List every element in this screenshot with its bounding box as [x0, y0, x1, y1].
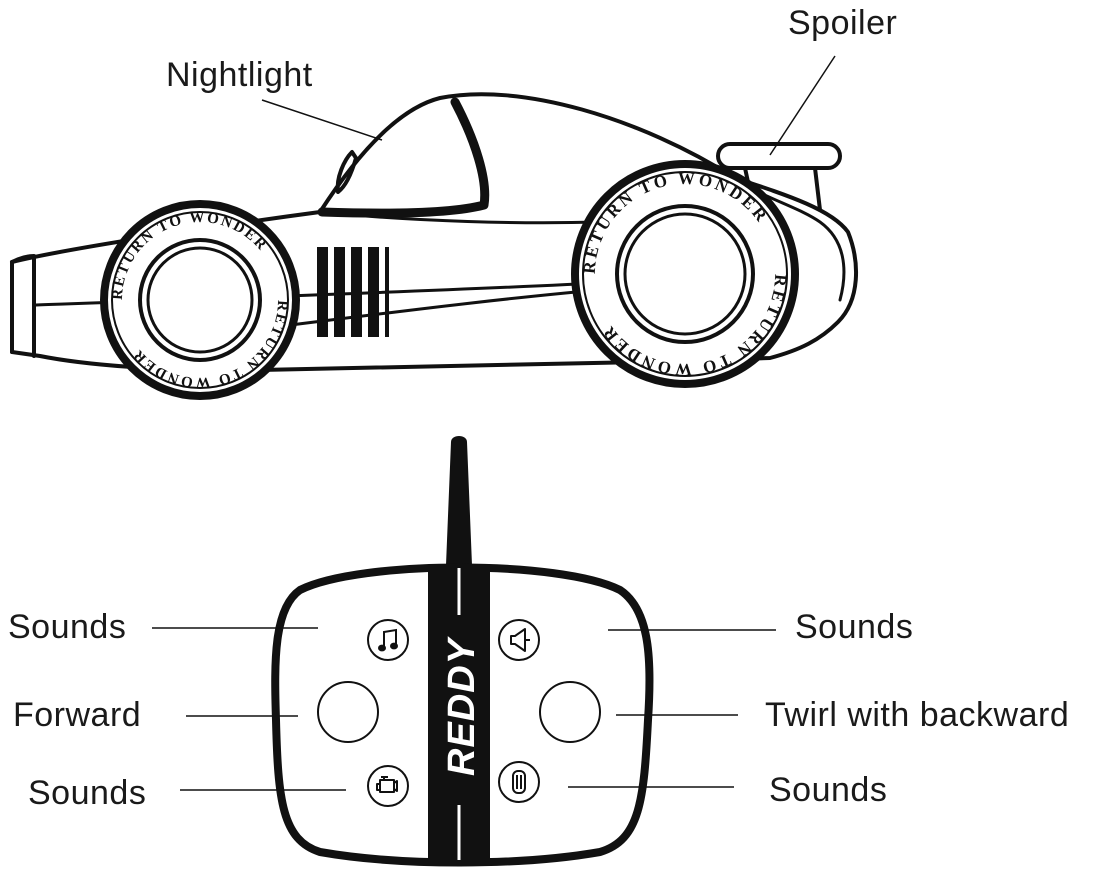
- vent-bar: [317, 247, 328, 337]
- label-twirl: Twirl with backward: [765, 696, 1069, 734]
- leader-nightlight: [261, 99, 383, 141]
- front-rim-inner: [146, 246, 254, 354]
- rear-tire-inner-ring: [582, 171, 788, 377]
- label-forward: Forward: [13, 696, 141, 734]
- sound-button-top-left[interactable]: [367, 619, 409, 661]
- label-nightlight: Nightlight: [166, 56, 313, 94]
- remote-antenna: [446, 436, 472, 565]
- engine-icon: [376, 776, 398, 793]
- vent-bar: [385, 247, 389, 337]
- rear-rim-inner: [623, 212, 747, 336]
- sound-button-bottom-left[interactable]: [367, 765, 409, 807]
- rear-wheel: RETURN TO WONDER RETURN TO WONDER: [571, 160, 799, 388]
- vent-bar: [351, 247, 362, 337]
- front-wheel: RETURN TO WONDER RETURN TO WONDER: [100, 200, 300, 400]
- car-nose: [10, 254, 36, 358]
- leader-spoiler: [769, 55, 836, 156]
- label-sounds-bottom-left: Sounds: [28, 774, 146, 812]
- spoiler-wing: [716, 142, 842, 170]
- vent-bar: [368, 247, 379, 337]
- toy-car-illustration: RETURN TO WONDER RETURN TO WONDER RETURN…: [10, 4, 897, 400]
- label-spoiler: Spoiler: [788, 4, 897, 42]
- side-vents: [317, 247, 389, 337]
- car-canopy: [317, 97, 490, 218]
- remote-brand: REDDY: [441, 635, 483, 776]
- front-tire-inner-ring: [111, 211, 289, 389]
- label-sounds-top-left: Sounds: [8, 608, 126, 646]
- label-sounds-top-right: Sounds: [795, 608, 913, 646]
- vent-bar: [334, 247, 345, 337]
- remote-control: REDDY: [8, 436, 1069, 867]
- horn-icon: [510, 628, 530, 652]
- sound-button-bottom-right[interactable]: [498, 761, 540, 803]
- music-note-icon: [378, 628, 398, 652]
- twirl-backward-button[interactable]: [539, 681, 601, 743]
- sound-button-top-right[interactable]: [498, 619, 540, 661]
- label-sounds-bottom-right: Sounds: [769, 771, 887, 809]
- forward-button[interactable]: [317, 681, 379, 743]
- nightlight-bump: [335, 150, 358, 194]
- tire-tread-icon: [512, 770, 526, 794]
